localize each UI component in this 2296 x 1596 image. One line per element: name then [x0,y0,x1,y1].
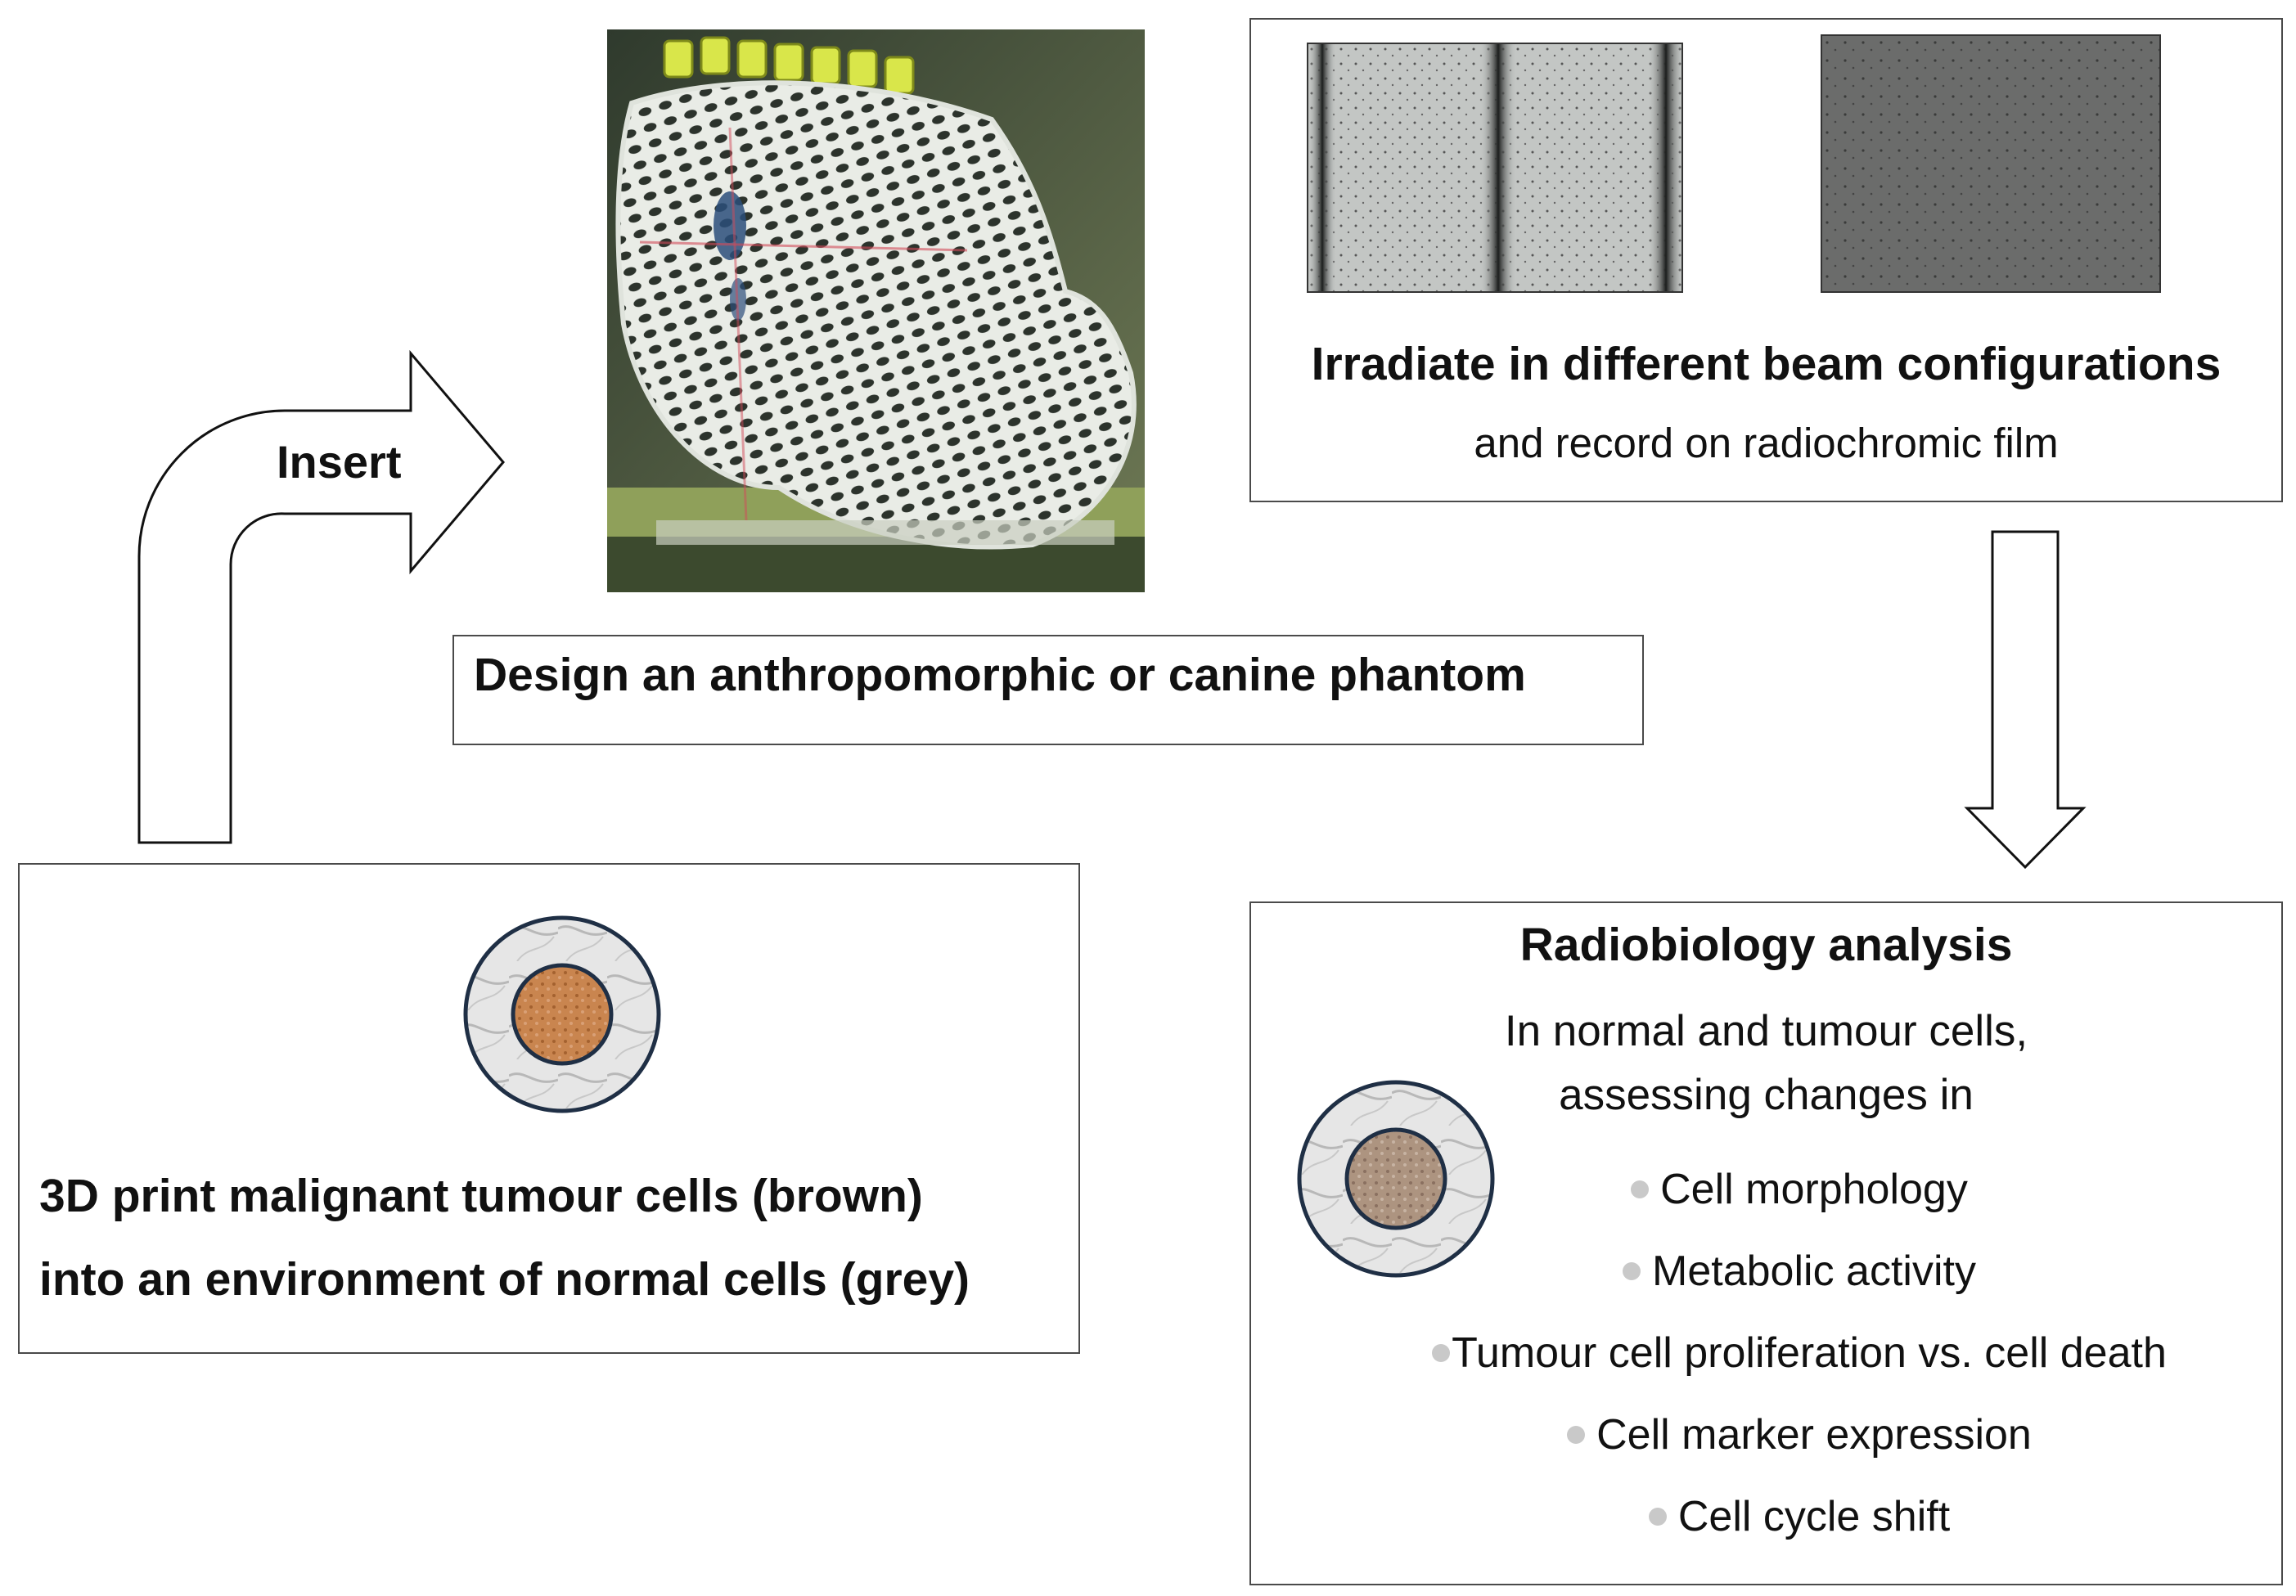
irradiate-title: Irradiate in different beam configuratio… [1311,338,2222,390]
radiochromic-film-striped [1307,43,1683,293]
bullet-icon [1631,1180,1650,1199]
analysis-item: Tumour cell proliferation vs. cell death [1349,1329,2249,1378]
analysis-item-label: Cell marker expression [1596,1411,2032,1459]
phantom-caption-box: Design an anthropomorphic or canine phan… [452,635,1644,745]
analysis-items: Cell morphology Metabolic activity Tumou… [1349,1165,2249,1574]
irradiate-box: Irradiate in different beam configuratio… [1249,18,2283,502]
bullet-icon [1432,1344,1451,1363]
analysed-cell-construct-icon [1297,1080,1495,1278]
analysis-item: Cell cycle shift [1349,1492,2249,1541]
print-line-1: 3D print malignant tumour cells (brown) [39,1170,923,1222]
insert-arrow [137,349,505,844]
irradiate-subtitle: and record on radiochromic film [1474,420,2059,466]
analysis-item-label: Metabolic activity [1652,1248,1976,1295]
analysis-title: Radiobiology analysis [1519,919,2013,971]
analysis-item-label: Cell cycle shift [1677,1493,1951,1540]
cell-construct-icon [463,915,661,1113]
print-line-2: into an environment of normal cells (gre… [39,1253,970,1306]
analysis-item: Metabolic activity [1349,1247,2249,1296]
analysis-item-label: Cell morphology [1660,1166,1968,1213]
bullet-icon [1648,1508,1667,1526]
analysis-item-label: Tumour cell proliferation vs. cell death [1452,1329,2167,1377]
analysis-intro-line-2: assessing changes in [1559,1071,1974,1119]
down-arrow [1964,530,2087,870]
bullet-icon [1567,1426,1586,1445]
print-box: 3D print malignant tumour cells (brown) … [18,863,1080,1354]
phantom-photo [607,29,1145,592]
phantom-title: Design an anthropomorphic or canine phan… [474,649,1526,701]
analysis-box: Radiobiology analysis In normal and tumo… [1249,901,2283,1585]
phantom-mask-photo-icon [607,29,1145,592]
radiochromic-film-uniform [1821,34,2161,293]
analysis-intro-line-1: In normal and tumour cells, [1504,1007,2028,1055]
analysis-item: Cell morphology [1349,1165,2249,1214]
analysis-item: Cell marker expression [1349,1410,2249,1459]
insert-label: Insert [277,436,402,488]
bullet-icon [1623,1262,1641,1281]
